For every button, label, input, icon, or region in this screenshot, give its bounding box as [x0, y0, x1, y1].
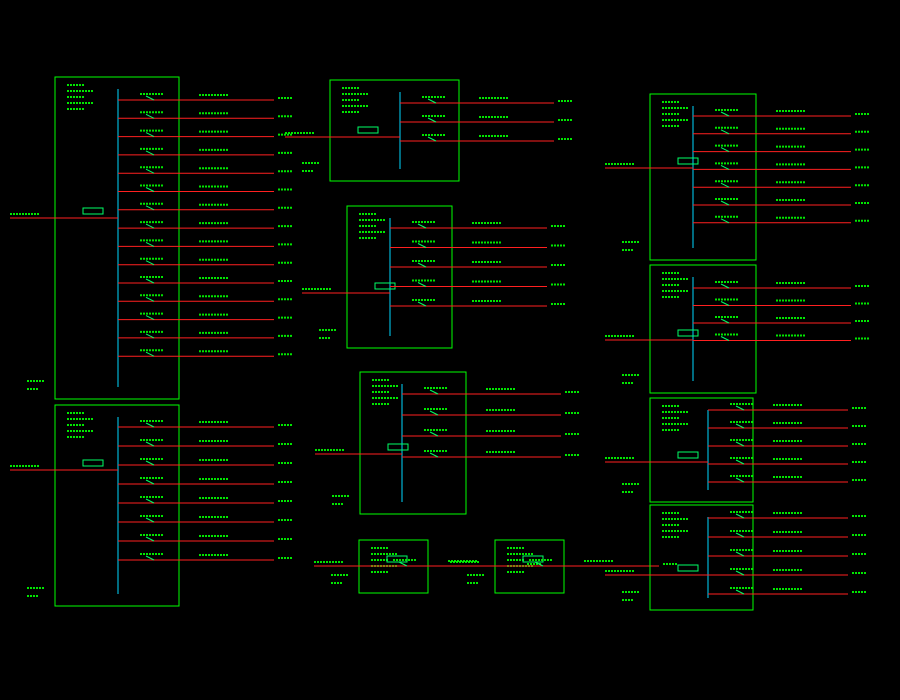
- circuit-breaker-symbol: [735, 423, 745, 429]
- circuit-breaker-symbol: [145, 241, 155, 247]
- circuit-breaker-symbol: [735, 459, 745, 465]
- main-breaker-symbol: [357, 126, 379, 134]
- circuit-breaker-symbol: [735, 477, 745, 483]
- main-breaker-symbol: [82, 459, 104, 467]
- panels-layer: [10, 76, 869, 611]
- main-breaker-symbol: [677, 157, 699, 165]
- circuit-breaker-symbol: [720, 111, 730, 117]
- panel-3: [285, 79, 572, 182]
- circuit-breaker-symbol: [145, 333, 155, 339]
- circuit-breaker-symbol: [145, 536, 155, 542]
- circuit-breaker-symbol: [427, 117, 437, 123]
- circuit-breaker-symbol: [429, 389, 439, 395]
- panel-7: [450, 539, 677, 594]
- panel-border: [359, 371, 467, 515]
- circuit-breaker-symbol: [735, 532, 745, 538]
- circuit-breaker-symbol: [720, 200, 730, 206]
- circuit-breaker-symbol: [145, 517, 155, 523]
- circuit-breaker-symbol: [429, 452, 439, 458]
- main-breaker-symbol: [677, 451, 699, 459]
- main-breaker-symbol: [387, 443, 409, 451]
- panel-9: [605, 264, 869, 394]
- circuit-breaker-symbol: [427, 136, 437, 142]
- panel-1: [10, 76, 292, 400]
- circuit-breaker-symbol: [720, 336, 730, 341]
- circuit-breaker-symbol: [735, 441, 745, 447]
- circuit-breaker-symbol: [145, 113, 155, 119]
- panel-border: [649, 264, 757, 394]
- panel-border: [649, 93, 757, 261]
- panel-8: [605, 93, 869, 261]
- circuit-breaker-symbol: [145, 205, 155, 211]
- circuit-breaker-symbol: [145, 260, 155, 266]
- circuit-breaker-symbol: [145, 278, 155, 284]
- circuit-breaker-symbol: [429, 431, 439, 437]
- panel-10: [605, 397, 866, 503]
- circuit-breaker-symbol: [398, 561, 408, 567]
- panel-border: [329, 79, 460, 182]
- circuit-breaker-symbol: [145, 479, 155, 485]
- main-breaker-symbol: [82, 207, 104, 215]
- circuit-breaker-symbol: [145, 223, 155, 229]
- panel-4: [302, 205, 565, 349]
- circuit-breaker-symbol: [720, 283, 730, 289]
- circuit-breaker-symbol: [145, 150, 155, 156]
- circuit-breaker-symbol: [145, 351, 155, 357]
- panel-2: [10, 404, 292, 607]
- circuit-breaker-symbol: [720, 318, 730, 324]
- circuit-breaker-symbol: [145, 422, 155, 428]
- circuit-breaker-symbol: [720, 147, 730, 153]
- circuit-breaker-symbol: [720, 164, 730, 170]
- panel-11: [605, 504, 866, 611]
- circuit-breaker-symbol: [735, 589, 745, 595]
- panel-border: [649, 397, 754, 503]
- circuit-breaker-symbol: [417, 262, 427, 268]
- circuit-breaker-symbol: [145, 187, 155, 192]
- circuit-breaker-symbol: [145, 441, 155, 447]
- circuit-breaker-symbol: [145, 168, 155, 174]
- circuit-breaker-symbol: [417, 301, 427, 307]
- circuit-breaker-symbol: [735, 405, 745, 411]
- circuit-breaker-symbol: [429, 410, 439, 416]
- circuit-breaker-symbol: [417, 223, 427, 229]
- circuit-breaker-symbol: [145, 460, 155, 466]
- circuit-breaker-symbol: [534, 561, 544, 567]
- circuit-breaker-symbol: [720, 129, 730, 135]
- circuit-breaker-symbol: [145, 132, 155, 138]
- circuit-breaker-symbol: [427, 98, 437, 104]
- circuit-breaker-symbol: [145, 95, 155, 101]
- panel-border: [346, 205, 453, 349]
- circuit-breaker-symbol: [720, 182, 730, 188]
- panel-5: [315, 371, 579, 515]
- circuit-breaker-symbol: [145, 315, 155, 321]
- main-breaker-symbol: [677, 329, 699, 337]
- circuit-breaker-symbol: [735, 551, 745, 557]
- circuit-breaker-symbol: [145, 498, 155, 504]
- panel-border: [54, 404, 180, 607]
- circuit-breaker-symbol: [720, 218, 730, 224]
- circuit-breaker-symbol: [417, 243, 427, 248]
- circuit-breaker-symbol: [735, 570, 745, 576]
- panel-border: [649, 504, 754, 611]
- circuit-breaker-symbol: [735, 513, 745, 519]
- circuit-breaker-symbol: [145, 555, 155, 561]
- panel-border: [54, 76, 180, 400]
- main-breaker-symbol: [677, 564, 699, 572]
- circuit-breaker-symbol: [417, 282, 427, 287]
- circuit-breaker-symbol: [720, 301, 730, 306]
- circuit-breaker-symbol: [145, 296, 155, 302]
